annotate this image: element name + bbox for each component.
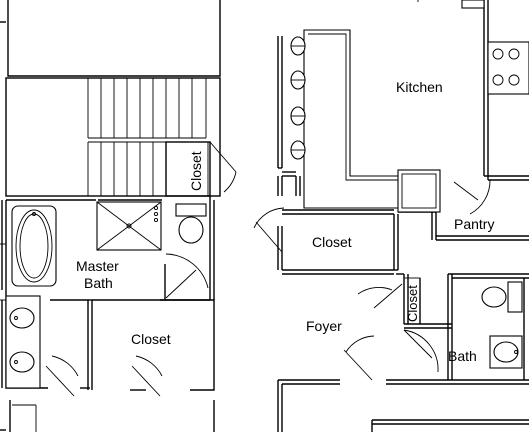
closet-lower-label: Closet: [131, 331, 171, 347]
bar-stool: [290, 106, 306, 126]
half-bath-toilet: [481, 281, 523, 313]
stove: [487, 41, 529, 95]
foyer-label: Foyer: [306, 318, 342, 334]
foyer-entry-door: [343, 335, 375, 381]
double-vanity: [5, 295, 41, 389]
master-bath-door: [165, 253, 209, 299]
staircase: [87, 78, 207, 196]
bar-stools: [290, 36, 306, 160]
pantry-label: Pantry: [454, 216, 494, 232]
kitchen-island: [303, 29, 441, 213]
bath-label: Bath: [448, 348, 477, 364]
kitchen-label: Kitchen: [396, 79, 443, 95]
closet-upper-label: Closet: [188, 151, 204, 191]
left-wing-walls: [0, 0, 221, 432]
bath-door: [403, 329, 439, 373]
closet-upper-walls: [165, 141, 237, 197]
shower: [96, 201, 162, 251]
half-bath-sink: [489, 335, 523, 369]
bar-stool: [290, 140, 306, 160]
master-bath-label-line2: Bath: [84, 275, 113, 291]
closet-kitchen-label: Closet: [312, 234, 352, 250]
fridge: [461, 0, 485, 9]
foyer-closet-door: [357, 283, 403, 309]
master-toilet: [175, 203, 207, 244]
closet-lower-doors: [45, 355, 163, 397]
bathtub: [11, 205, 57, 287]
kitchen-closet-door: [253, 207, 285, 253]
master-bath-label-line1: Master: [76, 258, 119, 274]
closet-foyer-label: Closet: [405, 285, 420, 322]
bar-stool: [290, 36, 306, 56]
bar-stool: [290, 70, 306, 90]
